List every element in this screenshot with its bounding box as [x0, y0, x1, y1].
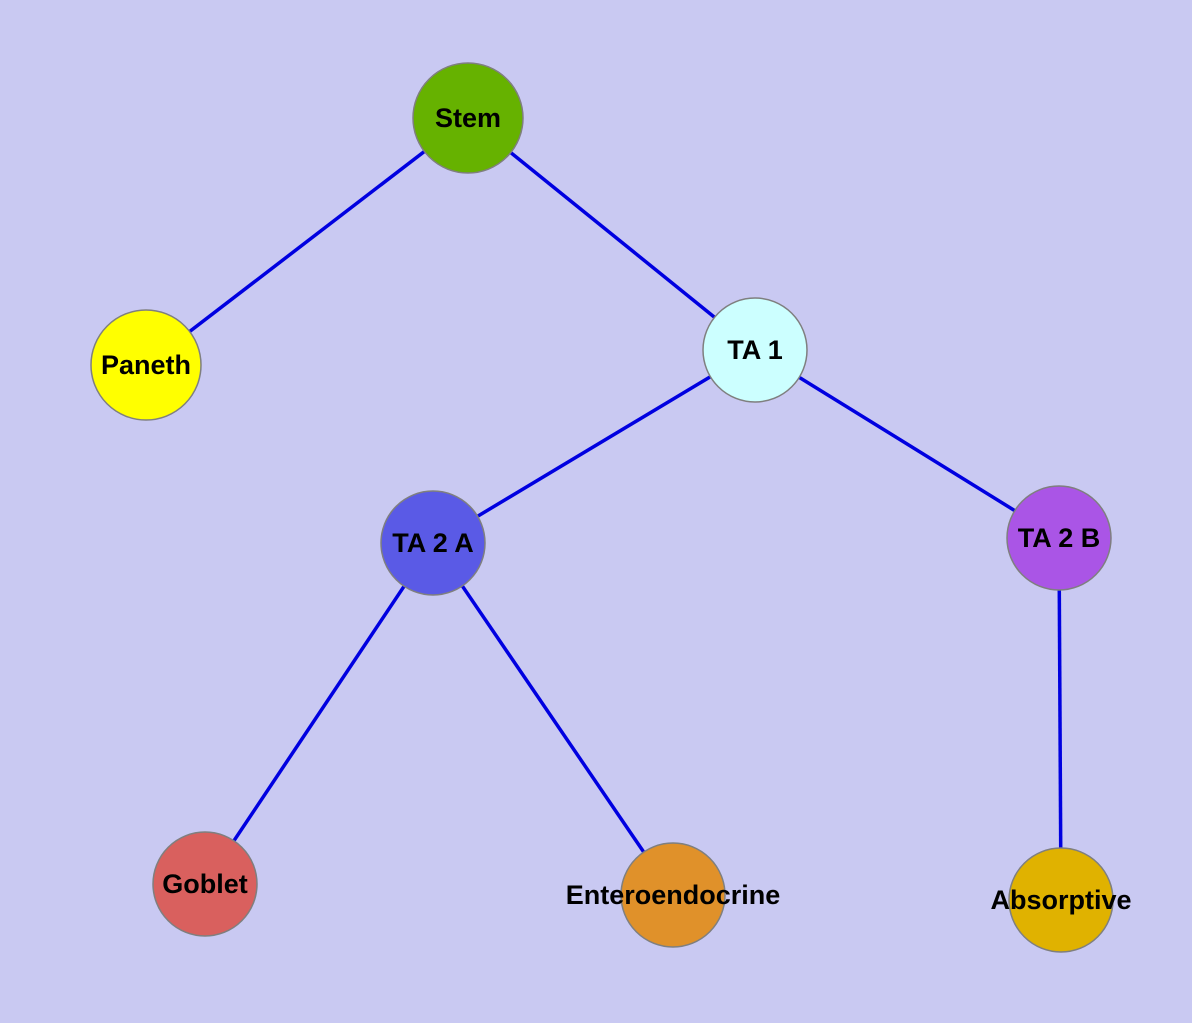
- node-label-paneth: Paneth: [101, 350, 191, 380]
- node-enteroendocrine: [620, 842, 726, 948]
- edge-ta1-ta2b: [754, 348, 1060, 540]
- node-paneth: [90, 309, 202, 421]
- node-label-goblet: Goblet: [162, 869, 248, 899]
- edge-ta1-ta2a: [432, 348, 756, 545]
- node-label-ta2b: TA 2 B: [1018, 523, 1101, 553]
- node-goblet: [152, 831, 258, 937]
- edge-ta2b-absorptive: [1057, 537, 1063, 901]
- node-label-ta1: TA 1: [727, 335, 783, 365]
- node-label-ta2a: TA 2 A: [392, 528, 474, 558]
- nodes-layer: [90, 62, 1114, 953]
- edge-stem-ta1: [466, 116, 757, 352]
- edge-stem-paneth: [144, 116, 470, 367]
- node-label-enteroendocrine: Enteroendocrine: [566, 880, 781, 910]
- node-label-stem: Stem: [435, 103, 501, 133]
- node-ta2b: [1006, 485, 1112, 591]
- edge-ta2a-goblet: [203, 542, 435, 885]
- node-ta2a: [380, 490, 486, 596]
- node-absorptive: [1008, 847, 1114, 953]
- edges-layer: [144, 116, 1063, 901]
- node-ta1: [702, 297, 808, 403]
- edge-ta2a-enteroendocrine: [431, 542, 675, 896]
- node-stem: [412, 62, 524, 174]
- node-label-absorptive: Absorptive: [990, 885, 1131, 915]
